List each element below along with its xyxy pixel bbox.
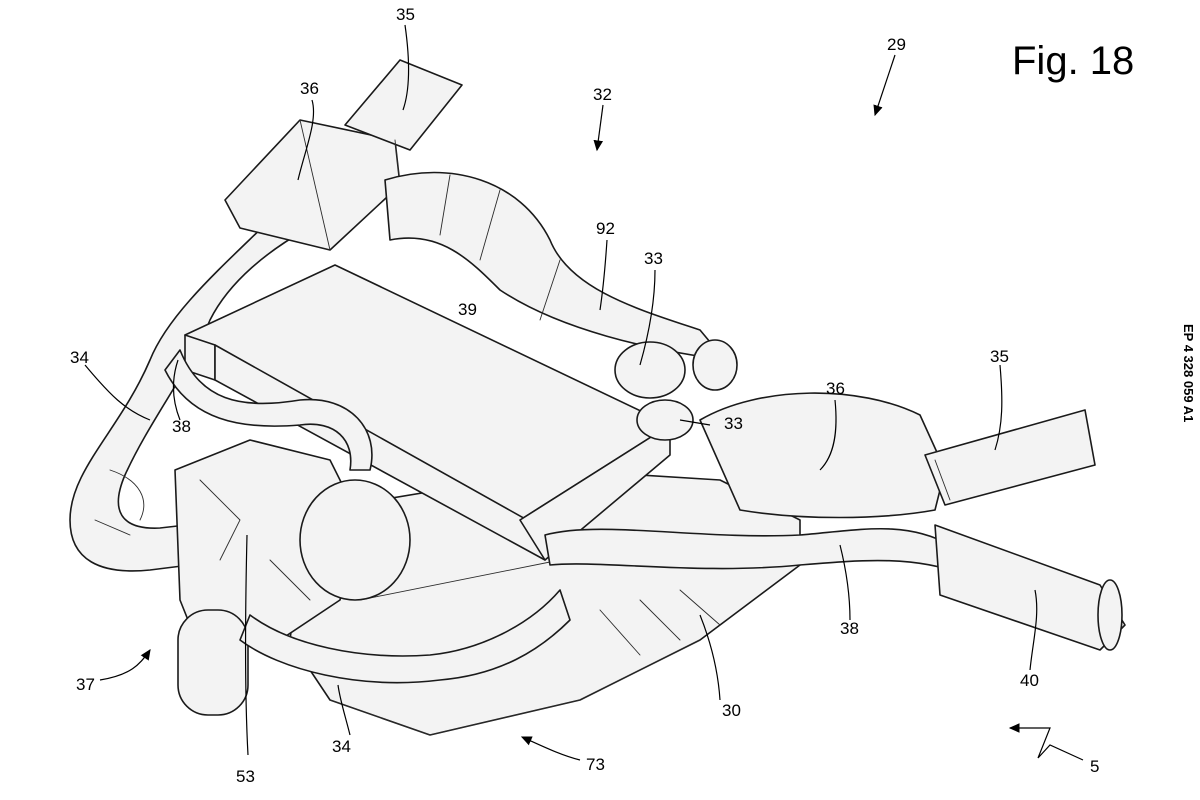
label-53: 53: [236, 767, 255, 786]
engine-assembly-illustration: [69, 59, 1126, 736]
label-35-right: 35: [990, 347, 1009, 366]
label-5: 5: [1090, 757, 1099, 776]
label-38-left: 38: [172, 417, 191, 436]
label-36-upper: 36: [300, 79, 319, 98]
label-37: 37: [76, 675, 95, 694]
label-36-right: 36: [826, 379, 845, 398]
label-32: 32: [593, 85, 612, 104]
tube-34-left: [69, 209, 306, 572]
figure-title: Fig. 18: [1012, 39, 1134, 83]
patent-number-side: EP 4 328 059 A1: [1181, 324, 1196, 422]
leader-lines: [84, 24, 1084, 761]
turbo-33-lower: [636, 399, 694, 441]
label-34-front: 34: [332, 737, 351, 756]
muffler-36-upper: [224, 119, 401, 251]
tube-34-front: [239, 589, 571, 684]
label-30: 30: [722, 701, 741, 720]
compressor-cover: [177, 609, 249, 716]
pipe-38-left: [164, 349, 373, 471]
label-33-upper: 33: [644, 249, 663, 268]
tailpipe-35-right: [924, 409, 1096, 506]
turbo-33-upper: [614, 341, 686, 399]
tailpipe-35-upper: [344, 59, 463, 151]
label-92: 92: [596, 219, 615, 238]
label-73: 73: [586, 755, 605, 774]
muffler-36-right: [699, 392, 946, 519]
label-29: 29: [887, 35, 906, 54]
label-35-upper: 35: [396, 5, 415, 24]
label-33-lower: 33: [724, 414, 743, 433]
label-39: 39: [458, 300, 477, 319]
label-40: 40: [1020, 671, 1039, 690]
label-34-left: 34: [70, 348, 89, 367]
reference-labels: 29 32 35 36 92 33 39 34 38 33 36 35 38 4…: [70, 5, 1099, 786]
label-38-right: 38: [840, 619, 859, 638]
turbocharger-37: [174, 439, 361, 651]
end-piece-40: [934, 524, 1126, 651]
